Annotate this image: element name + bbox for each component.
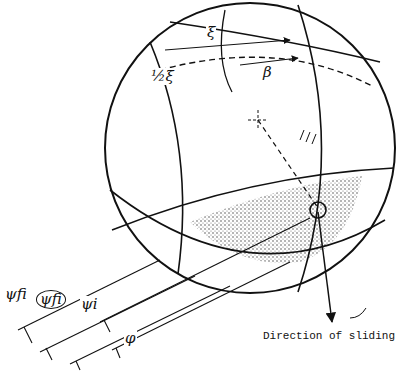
angle-label: ψfi — [4, 286, 28, 303]
angle-label: ψi — [80, 296, 99, 313]
angle-label: ½ξ — [150, 68, 175, 85]
angle-label: φ — [124, 330, 137, 347]
angle-label: ψfi — [36, 290, 66, 309]
angle-label: β — [262, 64, 273, 81]
angle-label: ξ — [206, 24, 216, 41]
annotation-text: Direction of sliding — [262, 330, 396, 342]
